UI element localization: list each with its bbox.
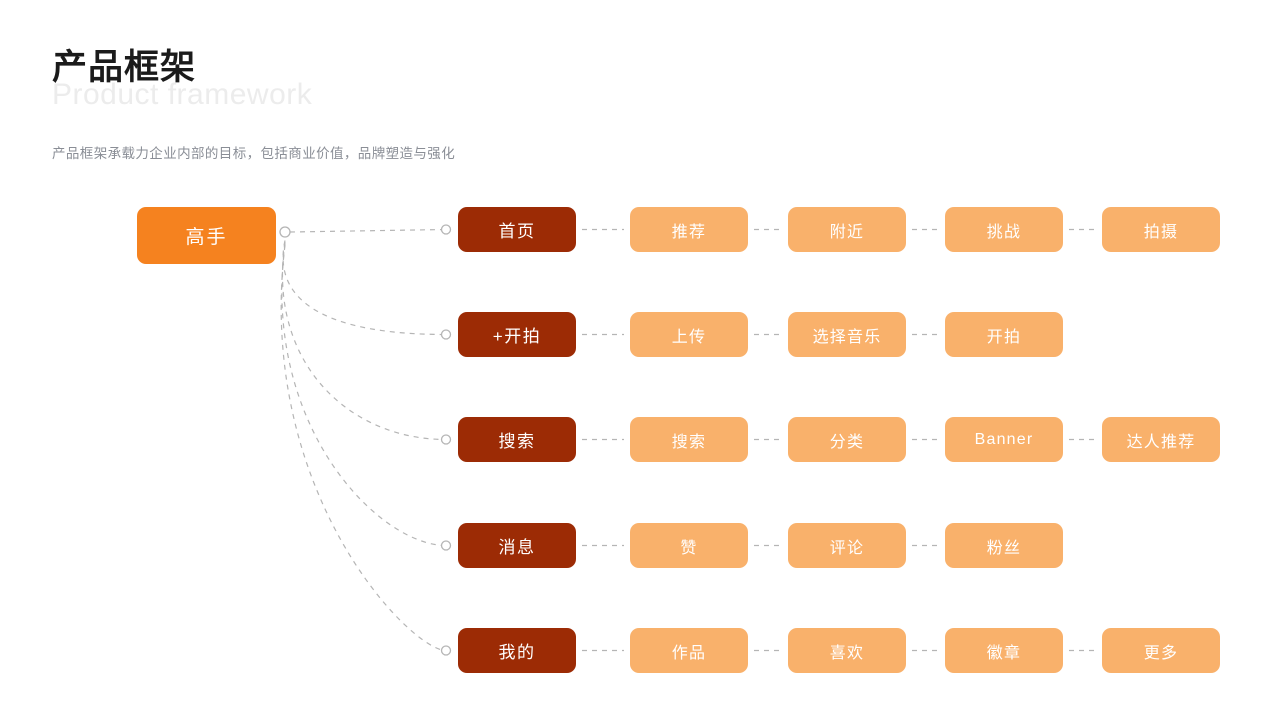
level2-node-作品[interactable]: 作品 (630, 628, 748, 673)
level2-node-搜索[interactable]: 搜索 (630, 417, 748, 462)
node-label: 消息 (498, 538, 536, 557)
hub-connector-dot (279, 226, 291, 238)
level2-node-开拍[interactable]: 开拍 (945, 312, 1063, 357)
node-label: 徽章 (986, 644, 1022, 662)
branch-link-0 (289, 228, 447, 233)
node-label: 开拍 (986, 328, 1022, 346)
level2-node-分类[interactable]: 分类 (788, 417, 906, 462)
node-label: 搜索 (671, 433, 707, 451)
node-label: 粉丝 (986, 539, 1022, 557)
node-label: 我的 (498, 643, 536, 662)
page-subtitle: 产品框架承载力企业内部的目标，包括商业价值，品牌塑造与强化 (52, 146, 456, 161)
node-label: 拍摄 (1143, 223, 1179, 241)
level2-node-拍摄[interactable]: 拍摄 (1102, 207, 1220, 252)
branch-link-3 (281, 243, 447, 547)
branch-endpoint-4 (440, 645, 452, 656)
node-label: 喜欢 (829, 644, 865, 662)
branch-link-4 (280, 244, 447, 652)
title-block: Product framework 产品框架 (52, 48, 752, 110)
branch-endpoint-0 (440, 224, 452, 235)
level2-node-挑战[interactable]: 挑战 (945, 207, 1063, 252)
node-label: 更多 (1143, 644, 1179, 662)
node-label: 评论 (829, 539, 865, 557)
level2-node-选择音乐[interactable]: 选择音乐 (788, 312, 906, 357)
level2-node-达人推荐[interactable]: 达人推荐 (1102, 417, 1220, 462)
level2-node-评论[interactable]: 评论 (788, 523, 906, 568)
level2-node-粉丝[interactable]: 粉丝 (945, 523, 1063, 568)
branch-endpoint-3 (440, 540, 452, 551)
node-label: 首页 (498, 222, 536, 241)
level2-node-徽章[interactable]: 徽章 (945, 628, 1063, 673)
page-title: 产品框架 (52, 48, 197, 87)
node-label: 达人推荐 (1126, 433, 1196, 451)
slide-header: Product framework 产品框架 产品框架承载力企业内部的目标，包括… (52, 48, 752, 168)
level1-node-我的[interactable]: 我的 (458, 628, 576, 673)
level2-node-Banner[interactable]: Banner (945, 417, 1063, 462)
node-label: 赞 (680, 539, 698, 557)
node-label: 挑战 (986, 223, 1022, 241)
node-label: +开拍 (492, 327, 542, 346)
level1-node-+开拍[interactable]: +开拍 (458, 312, 576, 357)
node-label: 上传 (671, 328, 707, 346)
branch-link-1 (282, 240, 447, 336)
node-label: 推荐 (671, 223, 707, 241)
node-label: 搜索 (498, 432, 536, 451)
node-label: 高手 (185, 227, 228, 248)
level2-node-喜欢[interactable]: 喜欢 (788, 628, 906, 673)
node-label: 作品 (671, 644, 707, 662)
node-label: 选择音乐 (812, 328, 882, 346)
level1-node-搜索[interactable]: 搜索 (458, 417, 576, 462)
branch-endpoint-1 (440, 329, 452, 340)
level1-node-首页[interactable]: 首页 (458, 207, 576, 252)
node-label: 附近 (829, 223, 865, 241)
level2-node-推荐[interactable]: 推荐 (630, 207, 748, 252)
level2-node-附近[interactable]: 附近 (788, 207, 906, 252)
branch-endpoint-2 (440, 434, 452, 445)
branch-link-2 (281, 241, 447, 441)
root-node-高手[interactable]: 高手 (137, 207, 276, 264)
node-label: Banner (974, 430, 1034, 448)
level2-node-上传[interactable]: 上传 (630, 312, 748, 357)
level2-node-更多[interactable]: 更多 (1102, 628, 1220, 673)
node-label: 分类 (829, 433, 865, 451)
level1-node-消息[interactable]: 消息 (458, 523, 576, 568)
level2-node-赞[interactable]: 赞 (630, 523, 748, 568)
page-title-english: Product framework (52, 78, 313, 111)
